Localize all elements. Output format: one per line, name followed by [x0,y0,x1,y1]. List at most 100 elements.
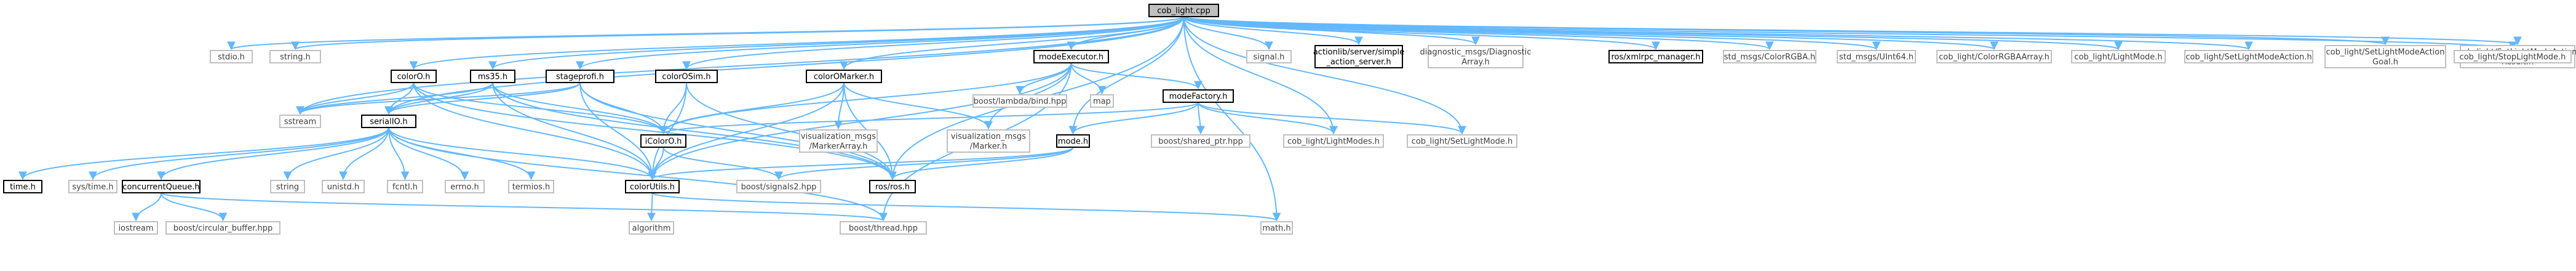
edge-stageprofi-to-serialIO [384,82,581,115]
node-label-setLMGoal-line1: Goal.h [2372,58,2398,67]
node-box-colorO[interactable] [391,70,437,83]
node-stopLM: cob_light/StopLightMode.h [2454,50,2572,63]
node-label-diag-line0: diagnostic_msgs/Diagnostic [1420,48,1532,57]
node-label-termios: termios.h [512,183,551,192]
node-lcRGBAArr: cob_light/ColorRGBAArray.h [1936,50,2052,63]
node-modeFactory[interactable]: modeFactory.h [1163,89,1234,103]
node-box-uint64 [1837,50,1916,63]
edge-mode-to-colorUtils [648,147,1074,180]
edge-colorOMarker-to-iColorO [659,82,845,135]
node-label-circBuf: boost/circular_buffer.hpp [173,224,273,233]
node-box-colorOMarker[interactable] [806,70,882,83]
node-label-signals2: boost/signals2.hpp [741,183,817,192]
node-signal: signal.h [1246,50,1292,63]
node-box-stageprofi[interactable] [546,70,614,83]
node-root[interactable]: cob_light.cpp [1148,4,1219,17]
node-label-signal: signal.h [1254,53,1285,62]
node-label-lightMode: cob_light/LightMode.h [2074,53,2162,62]
node-lightMode: cob_light/LightMode.h [2071,50,2166,63]
node-iColorO[interactable]: iColorO.h [640,134,686,148]
node-time[interactable]: time.h [3,180,42,193]
edge-root-to-lightModes [1183,16,1338,135]
edge-root-to-lcRGBAArr [1183,16,1998,51]
node-box-colorOSim[interactable] [655,70,718,83]
edge-serialIO-to-systime [89,127,389,180]
node-label-errno: errno.h [450,183,479,192]
node-box-setLMAction [2184,50,2313,63]
node-label-vizMarkerArr-line1: /MarkerArray.h [809,142,868,152]
node-box-algorithm [629,221,674,235]
edge-stageprofi-to-rosros [579,82,897,180]
node-unistd: unistd.h [322,180,365,193]
node-box-root[interactable] [1148,4,1219,17]
node-mode[interactable]: mode.h [1056,134,1090,148]
node-box-iColorO[interactable] [640,134,686,148]
node-label-root: cob_light.cpp [1157,7,1210,16]
edge-colorUtils-to-algorithm [647,192,656,222]
node-rosros[interactable]: ros/ros.h [869,180,916,193]
node-box-lcRGBAArr [1936,50,2052,63]
node-box-serialIO[interactable] [361,115,416,128]
node-label-setLightMode: cob_light/SetLightMode.h [1412,137,1513,147]
node-label-colorRGBA: std_msgs/ColorRGBA.h [1724,53,1815,62]
node-label-stageprofi: stageprofi.h [556,73,604,82]
node-box-actionlib[interactable] [1314,45,1403,68]
edge-colorUtils-to-math [651,192,1281,222]
node-label-map: map [1093,97,1111,107]
node-ms35[interactable]: ms35.h [470,70,515,83]
node-label-setLMGoal-line0: cob_light/SetLightModeAction [2326,48,2445,57]
node-box-rosros[interactable] [869,180,916,193]
node-box-modeExecutor[interactable] [1033,50,1109,63]
node-concQueue[interactable]: concurrentQueue.h [122,180,201,193]
node-colorRGBA: std_msgs/ColorRGBA.h [1723,50,1816,63]
edge-stageprofi-to-colorUtils [579,82,657,180]
node-label-stdio: stdio.h [218,53,245,62]
node-actionlib[interactable]: actionlib/server/simple_action_server.h [1313,45,1404,68]
node-colorO[interactable]: colorO.h [391,70,437,83]
node-string_h: string.h [269,50,321,63]
edge-serialIO-to-errno [388,127,469,180]
node-label-sharedPtr: boost/shared_ptr.hpp [1158,137,1243,147]
node-box-termios [508,180,554,193]
edge-ms35-to-iColorO [492,82,668,135]
node-label-colorOSim: colorOSim.h [662,73,710,82]
node-label-fcntl: fcntl.h [392,183,418,192]
node-colorUtils[interactable]: colorUtils.h [625,180,680,193]
node-vizMarkerArr: visualization_msgs/MarkerArray.h [799,129,878,153]
edge-ms35-to-colorUtils [492,82,657,180]
node-modeExecutor[interactable]: modeExecutor.h [1033,50,1109,63]
node-stageprofi[interactable]: stageprofi.h [546,70,614,83]
edge-serialIO-to-concQueue [157,127,389,180]
node-box-ms35[interactable] [470,70,515,83]
node-box-xmlrpc[interactable] [1608,50,1703,63]
node-box-mode[interactable] [1056,134,1090,148]
node-label-actionlib-line0: actionlib/server/simple [1313,48,1404,57]
edge-modeFactory-to-sharedPtr [1196,102,1205,135]
edge-root-to-stageprofi [576,16,1185,70]
node-box-concQueue[interactable] [122,180,201,193]
node-label-iColorO: iColorO.h [645,137,682,147]
node-box-colorUtils[interactable] [625,180,680,193]
node-label-modeExecutor: modeExecutor.h [1039,53,1103,62]
node-label-colorOMarker: colorOMarker.h [814,73,874,82]
node-serialIO[interactable]: serialIO.h [361,115,416,128]
node-sstream: sstream [279,115,321,128]
node-label-vizMarkerArr-line0: visualization_msgs [801,132,876,142]
node-colorOSim[interactable]: colorOSim.h [655,70,718,83]
node-setLMAction: cob_light/SetLightModeAction.h [2184,50,2313,63]
edge-colorOMarker-to-vizMarker [843,82,993,130]
node-box-modeFactory[interactable] [1163,89,1234,103]
node-signals2: boost/signals2.hpp [736,180,821,193]
node-label-iostream: iostream [118,224,153,233]
edge-ms35-to-sstream [296,82,493,115]
edge-serialIO-to-fcntl [388,127,410,180]
node-label-uint64: std_msgs/UInt64.h [1839,53,1914,62]
node-box-time[interactable] [3,180,42,193]
node-box-systime [68,180,117,193]
node-xmlrpc[interactable]: ros/xmlrpc_manager.h [1608,50,1703,63]
node-colorOMarker[interactable]: colorOMarker.h [806,70,882,83]
node-circBuf: boost/circular_buffer.hpp [165,221,280,235]
